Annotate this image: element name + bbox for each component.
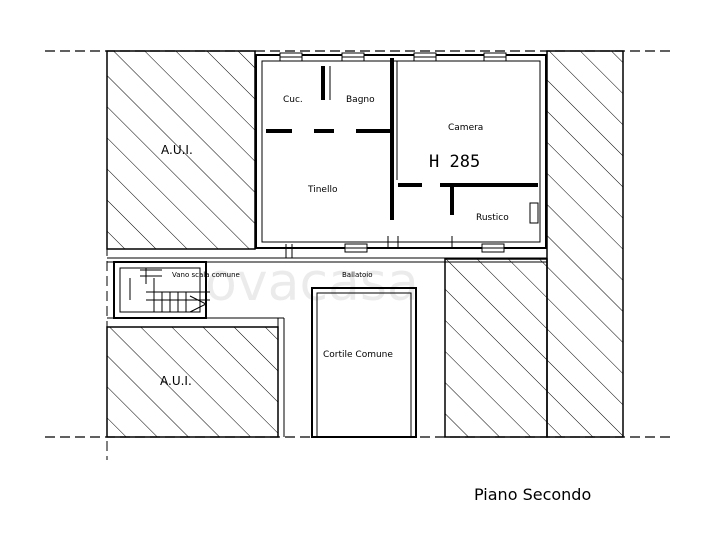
cucina-label: Cuc. (283, 95, 303, 105)
room-labels: A.U.I. A.U.I. Cuc. Bagno Camera H 285 Ti… (160, 95, 591, 504)
aui-top-area (106, 50, 256, 250)
windows (279, 52, 539, 253)
tinello-label: Tinello (307, 185, 338, 195)
aui-bottom-area (106, 326, 279, 438)
height-label: H 285 (429, 152, 480, 172)
right-hatched-area (546, 50, 624, 438)
vano-scala-label: Vano scala comune (172, 271, 240, 279)
camera-label: Camera (448, 123, 483, 133)
aui-bottom-label: A.U.I. (160, 374, 192, 388)
ballatoio-label: Ballatoio (342, 271, 373, 279)
courtyard (311, 287, 417, 438)
bagno-label: Bagno (346, 95, 375, 105)
hatched-areas (106, 50, 624, 438)
lower-middle-hatched-area (444, 258, 548, 438)
rustico-label: Rustico (476, 213, 509, 223)
aui-top-label: A.U.I. (161, 143, 193, 157)
watermark-text: ovacasa (205, 253, 419, 313)
cortile-label: Cortile Comune (323, 350, 393, 360)
floor-title: Piano Secondo (474, 485, 591, 504)
apartment-walls (255, 54, 547, 258)
staircase (107, 261, 285, 437)
common-areas (107, 257, 547, 438)
